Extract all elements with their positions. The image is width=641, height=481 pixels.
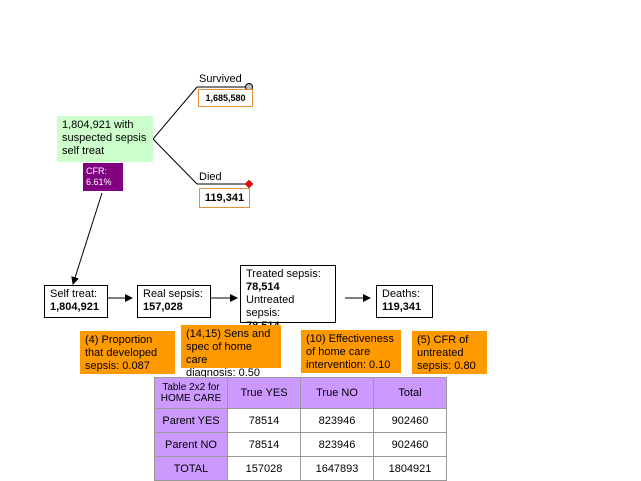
table-col-header: True NO [300, 377, 374, 409]
died-label: Died [199, 171, 222, 183]
param-effectiveness-line-3: intervention: 0.10 [306, 359, 391, 371]
survived-value-box: 1,685,580 [198, 89, 253, 107]
table-cell: 823946 [300, 432, 374, 457]
table-cell: 823946 [300, 408, 374, 433]
param-cfr-untreated-line-1: (5) CFR of [417, 334, 469, 346]
cfr-box: CFR: 6.61% [83, 163, 123, 191]
survived-label: Survived [199, 73, 242, 85]
param-sens-spec-line-2: spec of home care [186, 341, 253, 366]
table-cell: 78514 [227, 408, 301, 433]
param-proportion-line-2: that developed [85, 347, 158, 359]
deaths-label: Deaths: [382, 288, 420, 300]
real-sepsis-box: Real sepsis: 157,028 [137, 285, 211, 318]
self-treat-value: 1,804,921 [50, 301, 99, 313]
root-line-1: 1,804,921 with [62, 119, 134, 131]
table-corner-cell: Table 2x2 for HOME CARE [154, 377, 228, 409]
table-cell: 902460 [373, 408, 447, 433]
table-row-label: Parent NO [154, 432, 228, 457]
param-sens-spec-line-3: diagnosis: 0.50 [186, 367, 260, 379]
param-proportion-line-1: (4) Proportion [85, 334, 153, 346]
survived-value: 1,685,580 [205, 93, 246, 103]
table-corner-line-1: Table 2x2 for [162, 382, 220, 393]
param-cfr-untreated: (5) CFR of untreated sepsis: 0.80 [412, 331, 487, 374]
branch-line-survived [152, 86, 198, 140]
param-sens-spec-line-1: (14,15) Sens and [186, 328, 271, 340]
param-effectiveness: (10) Effectiveness of home care interven… [301, 330, 401, 373]
table-col-header: True YES [227, 377, 301, 409]
param-proportion: (4) Proportion that developed sepsis: 0.… [80, 331, 175, 374]
treated-value: 78,514 [246, 281, 280, 293]
died-value-box: 119,341 [199, 188, 250, 208]
root-node: 1,804,921 with suspected sepsis self tre… [57, 116, 153, 162]
root-line-3: self treat [62, 145, 105, 157]
table-row: TOTAL 157028 1647893 1804921 [154, 456, 447, 481]
root-line-2: suspected sepsis [62, 132, 147, 144]
died-marker [244, 179, 254, 189]
table-row: Parent YES 78514 823946 902460 [154, 408, 447, 433]
param-effectiveness-line-1: (10) Effectiveness [306, 333, 394, 345]
table-row-label: Parent YES [154, 408, 228, 433]
param-effectiveness-line-2: of home care [306, 346, 371, 358]
table-col-header: Total [373, 377, 447, 409]
table-row-label: TOTAL [154, 456, 228, 481]
table-header-row: Table 2x2 for HOME CARE True YES True NO… [154, 377, 447, 409]
deaths-value: 119,341 [382, 301, 422, 313]
deaths-box: Deaths: 119,341 [376, 285, 433, 318]
self-treat-label: Self treat: [50, 288, 98, 300]
param-cfr-untreated-line-2: untreated [417, 347, 464, 359]
cfr-label: CFR: [86, 166, 107, 176]
untreated-label: Untreated sepsis: [246, 294, 295, 319]
table-row: Parent NO 78514 823946 902460 [154, 432, 447, 457]
real-sepsis-label: Real sepsis: [143, 288, 203, 300]
param-sens-spec: (14,15) Sens and spec of home care diagn… [181, 325, 281, 379]
cfr-value: 6.61% [86, 177, 112, 187]
param-cfr-untreated-line-3: sepsis: 0.80 [417, 360, 476, 372]
arrow-to-self-treat [71, 192, 103, 285]
param-proportion-line-3: sepsis: 0.087 [85, 360, 150, 372]
self-treat-box: Self treat: 1,804,921 [44, 285, 108, 318]
table-cell: 1647893 [300, 456, 374, 481]
table-cell: 78514 [227, 432, 301, 457]
table-cell: 1804921 [373, 456, 447, 481]
table-cell: 902460 [373, 432, 447, 457]
home-care-2x2-table: Table 2x2 for HOME CARE True YES True NO… [154, 377, 447, 481]
died-value: 119,341 [204, 192, 245, 204]
real-sepsis-value: 157,028 [143, 301, 183, 313]
treated-untreated-box: Treated sepsis: 78,514 Untreated sepsis:… [240, 265, 336, 332]
table-corner-line-2: HOME CARE [160, 393, 222, 404]
branch-line-died [152, 138, 198, 185]
treated-label: Treated sepsis: [246, 268, 321, 280]
table-cell: 157028 [227, 456, 301, 481]
